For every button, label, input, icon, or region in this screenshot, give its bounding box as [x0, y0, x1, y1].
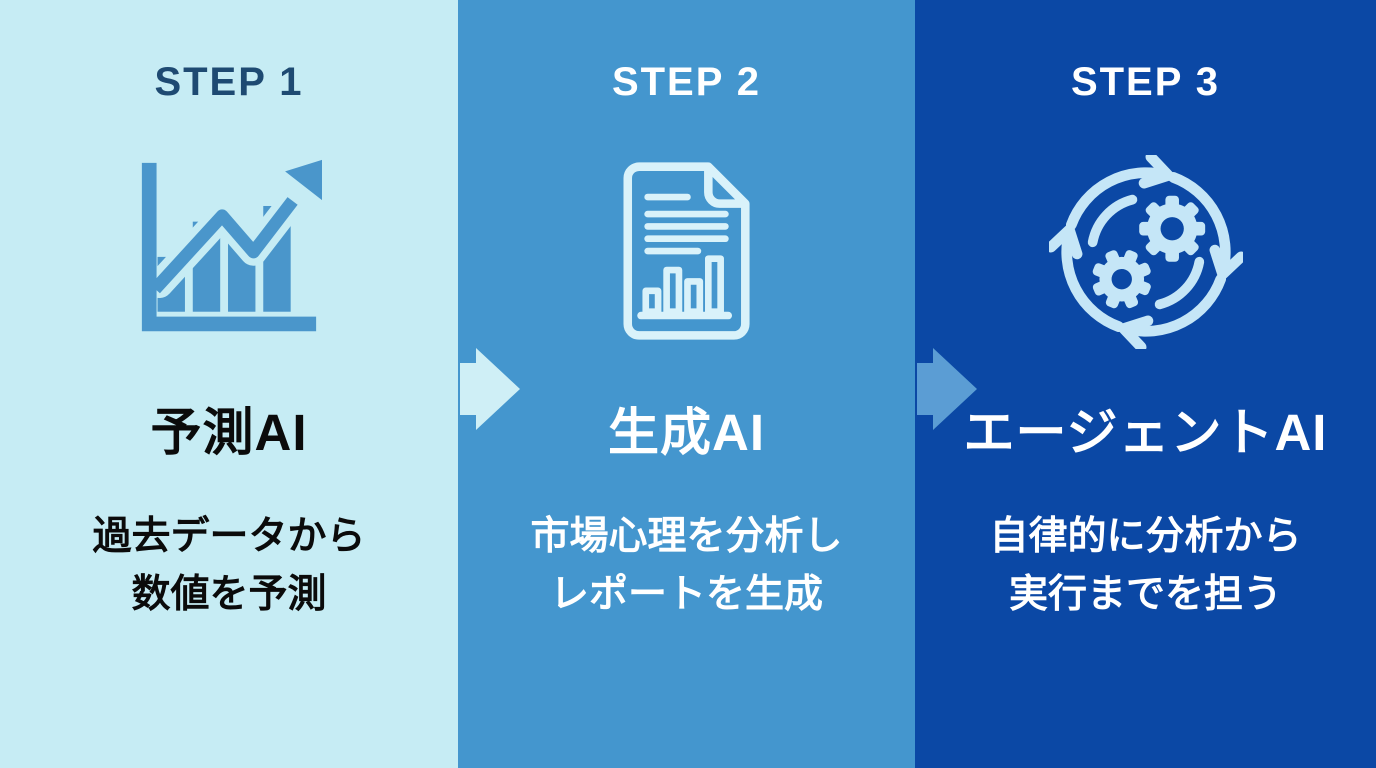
step2-title: 生成AI: [607, 404, 765, 461]
panel-step3-agent-ai: STEP 3: [915, 0, 1376, 768]
step3-description-line1: 自律的に分析から: [989, 515, 1302, 558]
step2-description-line2: レポートを生成: [549, 573, 823, 616]
step2-description: 市場心理を分析し レポートを生成: [458, 508, 915, 624]
report-document-icon: [458, 156, 915, 348]
step1-description: 過去データから 数値を予測: [0, 508, 458, 624]
growth-bar-chart-icon: [0, 156, 458, 348]
step3-description: 自律的に分析から 実行までを担う: [915, 508, 1376, 624]
step3-label: STEP 3: [1070, 60, 1221, 104]
arrow-step1-to-step2: [460, 348, 520, 430]
step3-description-line2: 実行までを担う: [1008, 573, 1282, 616]
step2-description-line1: 市場心理を分析し: [530, 515, 843, 558]
panel-step1-predictive-ai: STEP 1 予測AI 過去データから 数値を予測: [0, 0, 458, 768]
arrow-step2-to-step3: [917, 348, 977, 430]
step1-title: 予測AI: [150, 404, 308, 461]
step1-description-line1: 過去データから: [92, 515, 366, 558]
step3-title: エージェントAI: [963, 404, 1328, 461]
panel-step2-generative-ai: STEP 2 生成AI 市場心理を分析し: [458, 0, 915, 768]
step1-label: STEP 1: [154, 60, 304, 104]
gears-cycle-icon: [915, 156, 1376, 348]
step2-label: STEP 2: [611, 60, 762, 104]
step1-description-line2: 数値を予測: [131, 573, 327, 616]
